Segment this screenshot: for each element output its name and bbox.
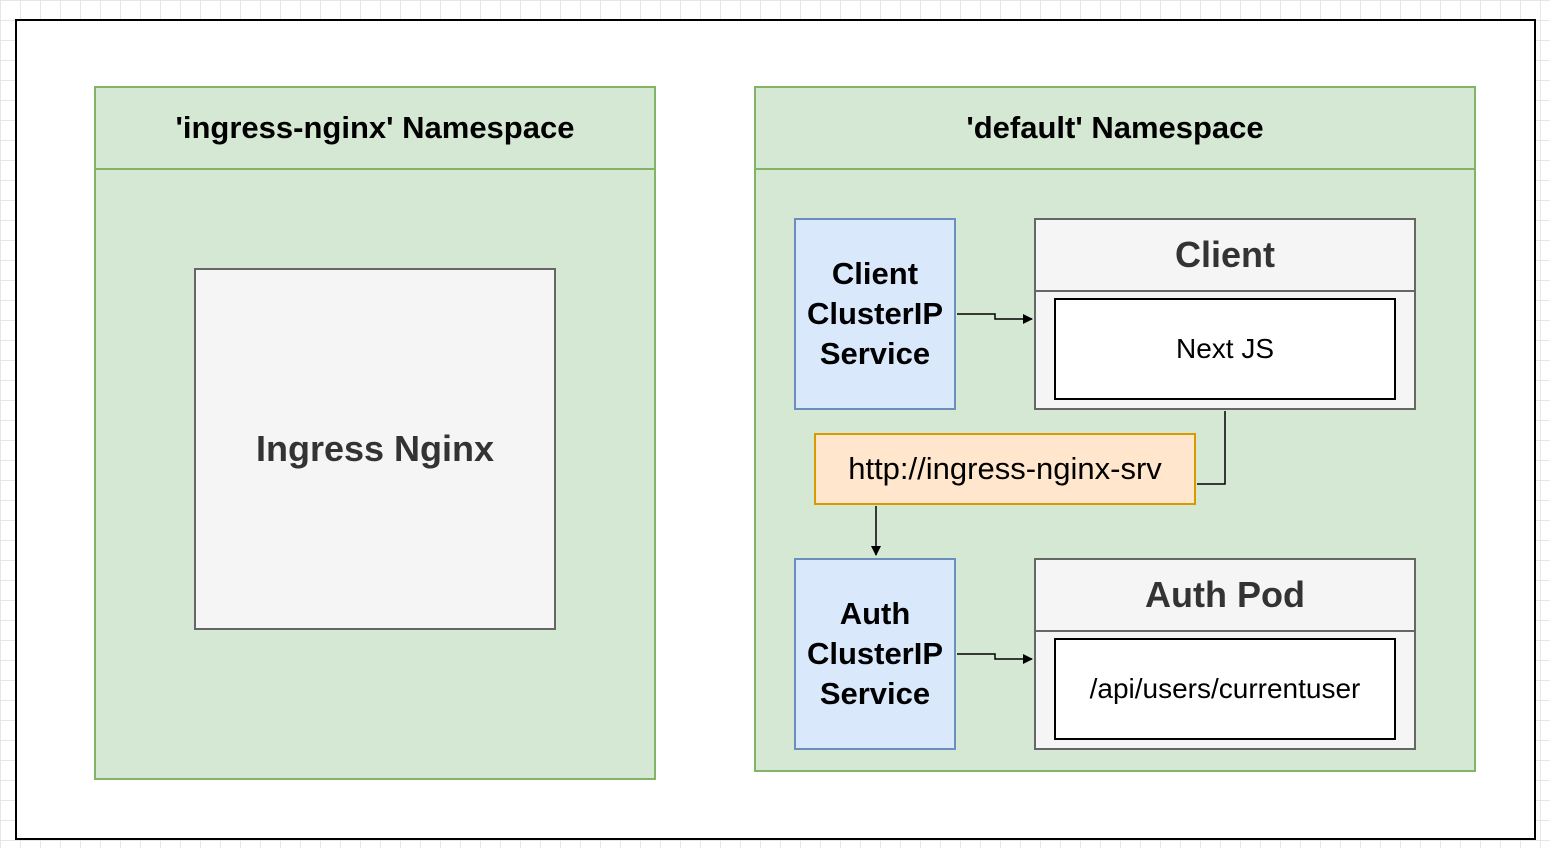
auth-service-line2: ClusterIP (806, 636, 944, 671)
auth-clusterip-service[interactable]: Auth ClusterIP Service (794, 558, 956, 750)
default-namespace-title: 'default' Namespace (756, 88, 1474, 170)
next-js-label: Next JS (1175, 333, 1275, 364)
currentuser-route-container[interactable]: /api/users/currentuser (1054, 638, 1396, 740)
auth-pod[interactable]: Auth Pod /api/users/currentuser (1034, 558, 1416, 750)
ingress-url-text: http://ingress-nginx-srv (848, 451, 1162, 486)
ingress-url-label[interactable]: http://ingress-nginx-srv (814, 433, 1196, 505)
client-service-line3: Service (819, 336, 931, 371)
client-service-line2: ClusterIP (806, 296, 944, 331)
ingress-nginx-label: Ingress Nginx (255, 428, 495, 469)
client-service-to-pod-arrow (957, 313, 1033, 324)
next-js-container[interactable]: Next JS (1054, 298, 1396, 400)
auth-service-line3: Service (819, 676, 931, 711)
ingress-namespace-title: 'ingress-nginx' Namespace (96, 88, 654, 170)
ingress-nginx-box[interactable]: Ingress Nginx (194, 268, 556, 630)
client-pod-to-url-line (1197, 411, 1226, 485)
auth-service-to-pod-arrow (957, 653, 1033, 664)
client-clusterip-service[interactable]: Client ClusterIP Service (794, 218, 956, 410)
client-pod-title: Client (1036, 220, 1414, 292)
client-pod[interactable]: Client Next JS (1034, 218, 1416, 410)
client-service-line1: Client (831, 256, 919, 291)
auth-service-line1: Auth (839, 596, 911, 631)
auth-pod-title: Auth Pod (1036, 560, 1414, 632)
currentuser-route-label: /api/users/currentuser (1089, 673, 1361, 704)
